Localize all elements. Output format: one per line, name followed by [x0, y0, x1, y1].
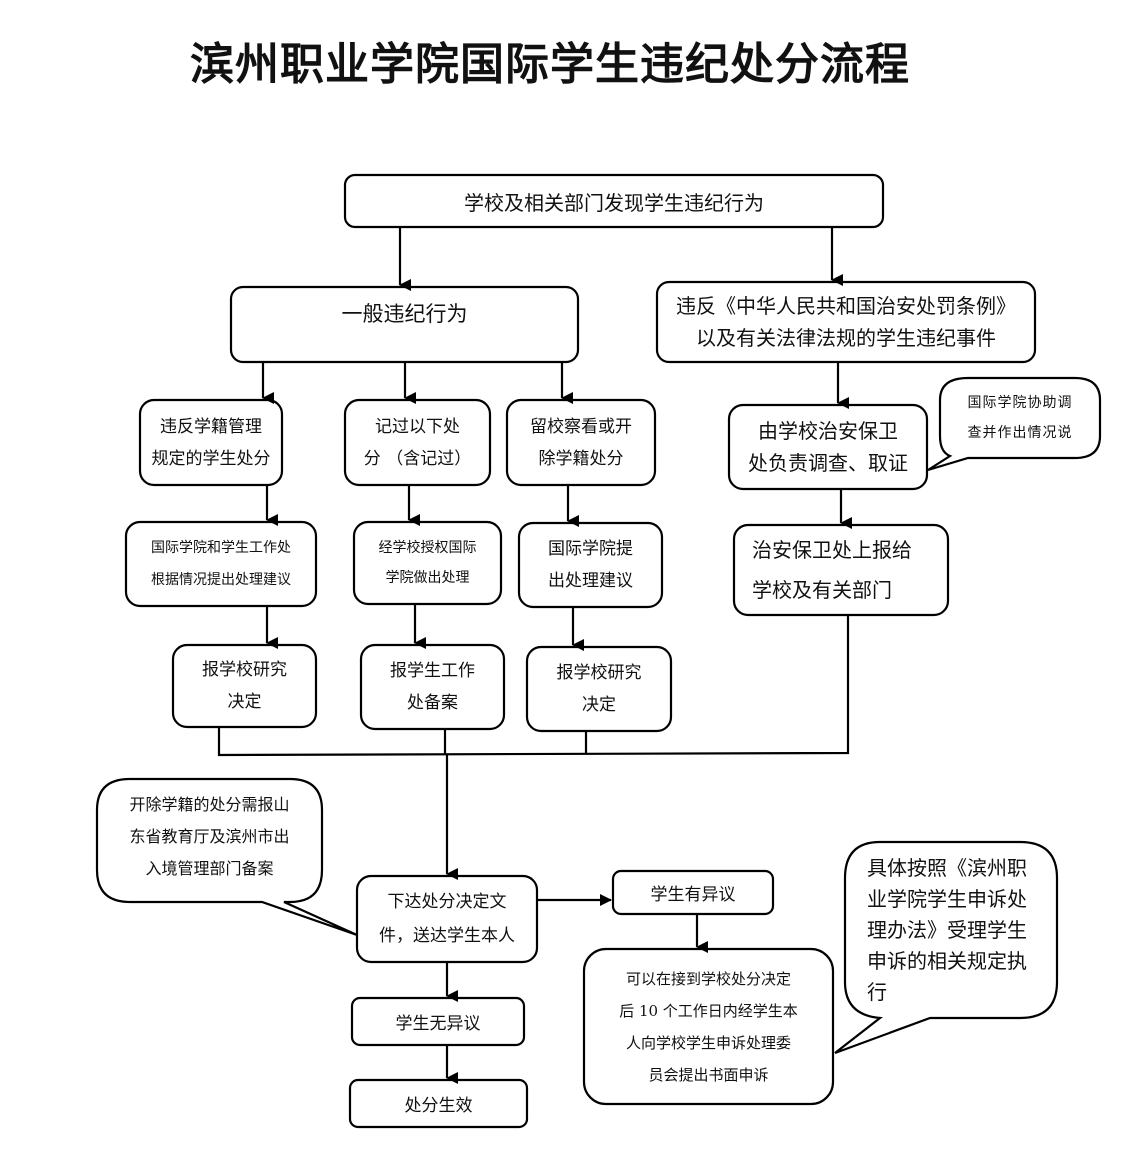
box-status-violation: [138, 398, 284, 487]
merge-connector: [217, 615, 850, 757]
node-discover: 学校及相关部门发现学生违纪行为: [464, 190, 764, 215]
node-appeal-rules-callout: 具体按照《滨州职 业学院学生申诉处 理办法》受理学生 申诉的相关规定执 行: [867, 855, 1027, 1004]
node-effective: 处分生效: [404, 1096, 473, 1116]
node-student-objection: 学生有异议: [650, 885, 736, 905]
node-security-report: 治安保卫处上报给 学校及有关部门: [752, 538, 912, 602]
node-minor-penalty: 记过以下处 分 （含记过）: [363, 416, 472, 469]
box-minor-penalty: [343, 398, 492, 487]
box-intl-student-affairs: [124, 520, 318, 608]
box-no-objection: [350, 996, 526, 1047]
node-intl-student-affairs: 国际学院和学生工作处 根据情况提出处理建议: [151, 540, 291, 588]
callout-appeal-rules: [834, 840, 1059, 1055]
node-no-objection: 学生无异议: [395, 1014, 481, 1034]
box-report-school-1: [171, 643, 318, 729]
box-security-investigate: [727, 403, 929, 491]
node-expel-callout: 开除学籍的处分需报山 东省教育厅及滨州市出 入境管理部门备案: [129, 794, 290, 878]
box-appeal: [582, 947, 835, 1106]
node-intl-assist-callout: 国际学院协助调 查并作出情况说: [967, 395, 1073, 441]
node-law: 违反《中华人民共和国治安处罚条例》 以及有关法律法规的学生违纪事件: [676, 294, 1016, 350]
node-report-school-1: 报学校研究 决定: [202, 660, 287, 712]
box-intl-propose: [517, 521, 664, 609]
callout-expel: [95, 777, 358, 937]
node-report-school-2: 报学校研究 决定: [556, 663, 642, 715]
box-report-student-affairs: [359, 643, 506, 731]
box-student-objection: [611, 869, 775, 916]
node-issue-decision: 下达处分决定文 件，送达学生本人: [379, 892, 515, 946]
node-authorized-intl: 经学校授权国际 学院做出处理: [378, 540, 477, 586]
box-probation-expel: [505, 398, 657, 487]
box-report-school-2: [525, 645, 673, 733]
node-intl-propose: 国际学院提 出处理建议: [548, 539, 633, 591]
box-discover: [343, 173, 885, 229]
page-title: 滨州职业学院国际学生违纪处分流程: [190, 39, 910, 90]
node-security-investigate: 由学校治安保卫 处负责调查、取证: [748, 419, 908, 475]
node-appeal: 可以在接到学校处分决定 后 10 个工作日内经学生本 人向学校学生申诉处理委 员…: [619, 969, 798, 1084]
node-general: 一般违纪行为: [341, 302, 468, 326]
node-probation-expel: 留校察看或开 除学籍处分: [530, 416, 632, 469]
box-law: [655, 280, 1037, 364]
callout-intl-assist: [927, 376, 1102, 472]
box-effective: [348, 1078, 529, 1129]
node-report-student-affairs: 报学生工作 处备案: [390, 661, 475, 713]
node-status-violation: 违反学籍管理 规定的学生处分: [151, 416, 271, 469]
box-authorized-intl: [352, 520, 503, 606]
